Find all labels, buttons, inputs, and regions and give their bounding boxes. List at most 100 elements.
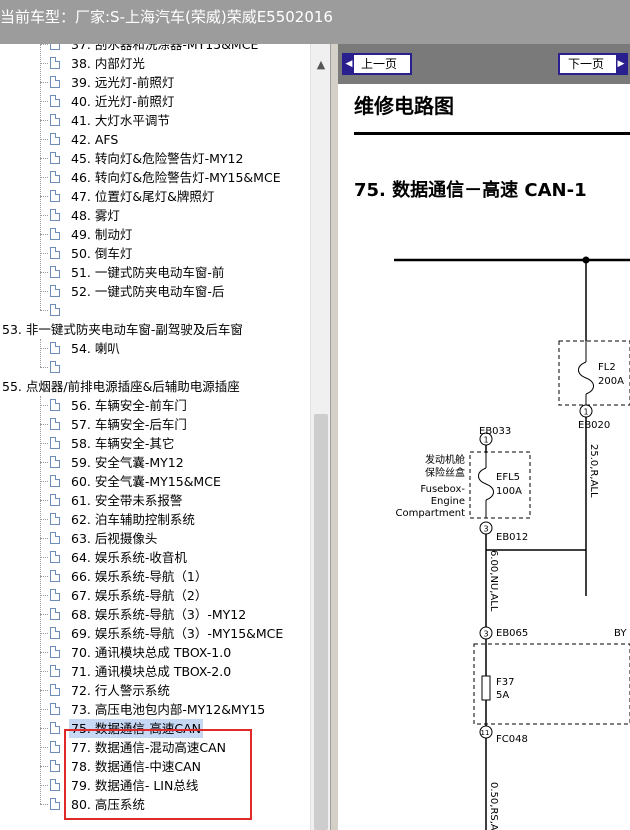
eb065-pin-number: 3 xyxy=(484,630,489,639)
tree-branch-line xyxy=(40,348,48,349)
document-header: 维修电路图 xyxy=(354,94,454,118)
document-icon xyxy=(50,76,60,88)
prev-page-button[interactable]: ◀ 上一页 xyxy=(342,53,412,75)
fl2-fuse-symbol xyxy=(578,361,594,395)
fl2-name: FL2 xyxy=(598,362,616,373)
document-icon xyxy=(50,570,60,582)
f37-rating: 5A xyxy=(496,690,509,701)
tree-item-label: 39. 远光灯-前照灯 xyxy=(71,75,175,90)
tree-branch-line xyxy=(40,519,48,520)
document-icon xyxy=(50,152,60,164)
tree-item-label: 62. 泊车辅助控制系统 xyxy=(71,512,195,527)
tree-branch-line xyxy=(40,291,48,292)
page-nav-bar: ◀ 上一页 下一页 ▶ xyxy=(338,44,630,84)
next-page-label: 下一页 xyxy=(568,57,605,71)
vehicle-model-title: 当前车型：厂家:S-上海汽车(荣威)荣威E5502016 xyxy=(0,8,333,26)
document-icon xyxy=(50,342,60,354)
header-rule xyxy=(354,132,630,135)
tree-branch-line xyxy=(40,785,48,786)
document-icon xyxy=(50,589,60,601)
eb033-label: EB033 xyxy=(479,426,511,437)
efl5-name: EFL5 xyxy=(496,472,520,483)
red-highlight-box xyxy=(64,729,252,820)
efl5-rating: 100A xyxy=(496,486,522,497)
eb020-pin-number: 1 xyxy=(584,408,589,417)
tree-branch-line xyxy=(40,747,48,748)
tree-branch-line xyxy=(40,728,48,729)
tree-item-label: 61. 安全带未系报警 xyxy=(71,493,183,508)
document-icon xyxy=(50,418,60,430)
tree-branch-line xyxy=(40,671,48,672)
tree-item-label: 67. 娱乐系统-导航（2） xyxy=(71,588,208,603)
box-label-5: Compartment xyxy=(395,508,465,519)
tree-branch-line xyxy=(40,576,48,577)
tree-item-label: 63. 后视摄像头 xyxy=(71,531,158,546)
tree-branch-line xyxy=(40,557,48,558)
eb033-pin-number: 1 xyxy=(484,436,489,445)
tree-branch-line xyxy=(40,462,48,463)
document-icon xyxy=(50,684,60,696)
document-icon xyxy=(50,551,60,563)
box-label-3: Fusebox- xyxy=(420,484,465,495)
tree-item-label: 68. 娱乐系统-导航（3）-MY12 xyxy=(71,607,247,622)
tree-branch-line xyxy=(40,709,48,710)
tree-guide-line xyxy=(40,44,41,310)
tree-branch-line xyxy=(40,614,48,615)
scroll-thumb[interactable] xyxy=(314,414,328,830)
tree-branch-line xyxy=(40,82,48,83)
document-icon xyxy=(50,95,60,107)
wire-050rs-label: 0.50,RS,A xyxy=(488,782,499,830)
document-icon xyxy=(50,475,60,487)
tree-branch-line xyxy=(40,234,48,235)
tree-branch-line xyxy=(40,196,48,197)
tree-branch-line xyxy=(40,158,48,159)
document-icon xyxy=(50,722,60,734)
tree-item-label: 46. 转向灯&危险警告灯-MY15&MCE xyxy=(71,170,281,185)
eb012-label: EB012 xyxy=(496,532,528,543)
document-icon xyxy=(50,190,60,202)
tree-item-label: 66. 娱乐系统-导航（1） xyxy=(71,569,208,584)
tree-item-label: 73. 高压电池包内部-MY12&MY15 xyxy=(71,702,266,717)
box-label-4: Engine xyxy=(431,496,465,507)
document-icon xyxy=(50,114,60,126)
tree-item-label: 60. 安全气囊-MY15&MCE xyxy=(71,474,221,489)
tree-branch-line xyxy=(40,481,48,482)
tree-item-label: 53. 非一键式防夹电动车窗-副驾驶及后车窗 xyxy=(2,322,243,337)
pane-splitter[interactable] xyxy=(330,44,339,830)
document-icon xyxy=(50,646,60,658)
tree-branch-line xyxy=(40,804,48,805)
tree-item-label: 58. 车辆安全-其它 xyxy=(71,436,175,451)
document-icon xyxy=(50,304,60,316)
document-icon xyxy=(50,494,60,506)
tree-branch-line xyxy=(40,538,48,539)
tree-branch-line xyxy=(40,690,48,691)
wire-25r-label: 25.0,R,ALL xyxy=(588,444,599,498)
tree-item-label: 72. 行人警示系统 xyxy=(71,683,170,698)
tree-item-label: 64. 娱乐系统-收音机 xyxy=(71,550,187,565)
document-icon xyxy=(50,665,60,677)
document-icon xyxy=(50,760,60,772)
tree-item-label: 45. 转向灯&危险警告灯-MY12 xyxy=(71,151,244,166)
document-icon xyxy=(50,133,60,145)
tree-scrollbar[interactable]: ▲ xyxy=(310,44,331,830)
eb020-label: EB020 xyxy=(578,420,610,431)
circuit-diagram: FL2 200A 1 EB020 25.0,R,ALL 1 EB033 EFL5… xyxy=(394,256,630,830)
tree-item-label: 55. 点烟器/前排电源插座&后辅助电源插座 xyxy=(2,379,240,394)
tree-branch-line xyxy=(40,272,48,273)
next-page-button[interactable]: 下一页 ▶ xyxy=(558,53,628,75)
tree-branch-line xyxy=(40,633,48,634)
tree-item-label: 42. AFS xyxy=(71,132,119,147)
f37-name: F37 xyxy=(496,677,514,688)
document-icon xyxy=(50,209,60,221)
fl2-rating: 200A xyxy=(598,376,624,387)
tree-branch-line xyxy=(40,652,48,653)
f37-fuse-symbol xyxy=(481,675,491,701)
tree-branch-line xyxy=(40,405,48,406)
document-icon xyxy=(50,608,60,620)
by-label: BY xyxy=(614,628,627,639)
tree-branch-line xyxy=(40,766,48,767)
document-icon xyxy=(50,779,60,791)
document-icon xyxy=(50,266,60,278)
document-icon xyxy=(50,456,60,468)
scroll-up-arrow-icon[interactable]: ▲ xyxy=(316,58,326,71)
